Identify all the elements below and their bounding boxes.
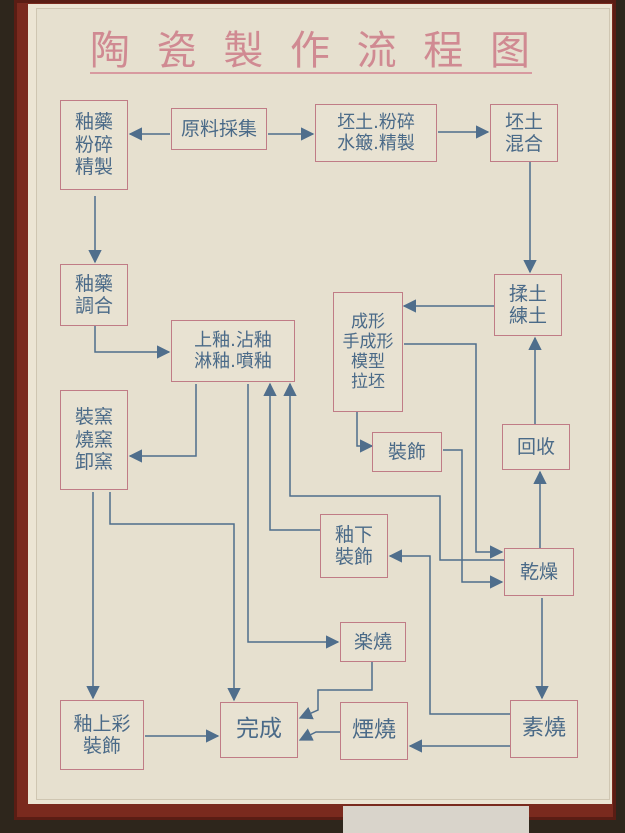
node-bisque: 素燒 — [510, 700, 578, 758]
title-char: 作 — [289, 28, 332, 74]
title-char: 流 — [356, 28, 399, 74]
edge-bisque-to-underdeco — [388, 549, 510, 715]
edge-forming-to-decorate — [356, 412, 374, 453]
node-label-line: 拉坯 — [351, 372, 385, 393]
node-label-line: 模型 — [351, 352, 385, 372]
node-under-deco: 釉下裝飾 — [320, 514, 388, 578]
edge-glazing-to-raku — [247, 384, 340, 649]
node-label-line: 練土 — [508, 305, 547, 327]
edge-decorate-to-drying — [443, 449, 504, 589]
node-kiln-load: 裝窯燒窯卸窯 — [60, 390, 128, 490]
frame-clip — [343, 806, 529, 833]
edge-kiln-to-complete — [109, 492, 241, 702]
node-label-line: 坯土.粉碎 — [337, 111, 415, 133]
node-label-line: 卸窯 — [74, 451, 113, 474]
node-label-line: 回收 — [516, 435, 555, 458]
edge-drying-to-underdeco-to-glazing — [283, 382, 504, 561]
node-label-line: 裝窯 — [74, 406, 113, 429]
node-label-line: 水簸.精製 — [337, 133, 415, 154]
node-label-line: 釉下 — [334, 523, 373, 546]
node-raw-collect: 原料採集 — [171, 108, 267, 150]
edge-glazing-to-kiln — [128, 384, 197, 463]
node-label-line: 裝飾 — [82, 735, 121, 757]
node-over-deco: 釉上彩裝飾 — [60, 700, 144, 770]
node-label-line: 乾燥 — [519, 560, 558, 583]
node-label-line: 調合 — [74, 295, 113, 317]
edge-underdeco-to-glazing — [263, 382, 320, 531]
node-label-line: 完成 — [236, 716, 282, 743]
node-label-line: 裝飾 — [334, 546, 373, 568]
node-clay-mix: 坯土混合 — [490, 104, 558, 162]
node-label-line: 上釉.沾釉 — [194, 329, 272, 351]
node-label-line: 揉土 — [508, 282, 547, 305]
node-label-line: 裝飾 — [387, 440, 426, 463]
node-glaze-mix: 釉藥調合 — [60, 264, 128, 326]
node-label-line: 粉碎 — [74, 133, 113, 156]
node-label-line: 原料採集 — [180, 117, 257, 140]
node-label-line: 精製 — [74, 156, 113, 179]
node-knead: 揉土練土 — [494, 274, 562, 336]
node-glazing: 上釉.沾釉淋釉.噴釉 — [171, 320, 295, 382]
node-label-line: 楽燒 — [353, 630, 392, 653]
edge-forming-to-drying — [404, 343, 504, 559]
node-label-line: 燒窯 — [74, 428, 113, 451]
node-raku: 楽燒 — [340, 622, 406, 662]
title-char: 图 — [489, 28, 532, 74]
node-label-line: 淋釉.噴釉 — [194, 351, 272, 372]
poster-title: 陶瓷製作流程图 — [90, 22, 532, 74]
node-label-line: 煙燒 — [351, 718, 396, 744]
node-label-line: 釉上彩 — [73, 712, 131, 735]
node-label-line: 素燒 — [521, 716, 566, 742]
edge-raku-to-complete — [298, 662, 373, 720]
node-label-line: 釉藥 — [74, 111, 113, 134]
node-smoke: 煙燒 — [340, 702, 408, 760]
node-decorate: 裝飾 — [372, 432, 442, 472]
title-char: 陶 — [90, 28, 132, 74]
title-char: 製 — [223, 28, 266, 74]
title-char: 瓷 — [156, 28, 199, 74]
edge-glazemix-to-glazing — [94, 326, 171, 359]
node-drying: 乾燥 — [504, 548, 574, 596]
node-label-line: 混合 — [504, 133, 543, 155]
node-clay-crush: 坯土.粉碎水簸.精製 — [315, 104, 437, 162]
node-forming: 成形手成形模型拉坯 — [333, 292, 403, 412]
node-label-line: 釉藥 — [74, 272, 113, 295]
node-complete: 完成 — [220, 702, 298, 758]
edge-smoke-to-complete — [298, 728, 340, 741]
node-label-line: 坯土 — [504, 110, 543, 133]
node-label-line: 手成形 — [342, 331, 394, 352]
node-glaze-grind: 釉藥粉碎精製 — [60, 100, 128, 190]
title-char: 程 — [423, 28, 466, 74]
node-label-line: 成形 — [351, 311, 385, 332]
node-reclaim: 回收 — [502, 424, 570, 470]
